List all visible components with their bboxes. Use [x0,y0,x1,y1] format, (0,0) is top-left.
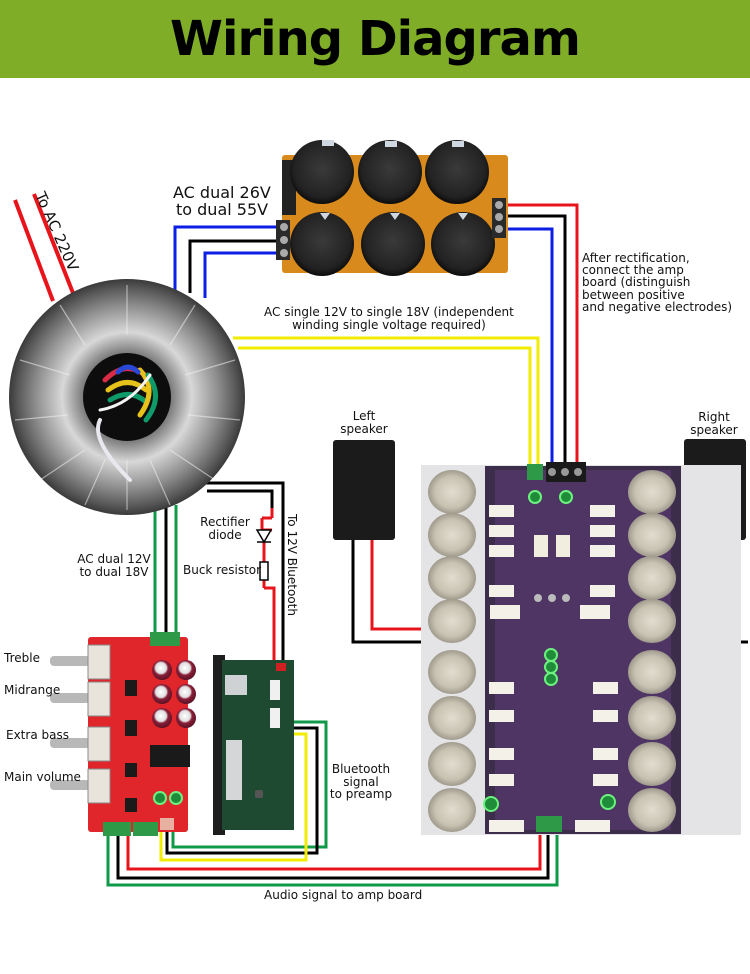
ac-single-12v-wires [233,336,540,468]
to-12v-bluetooth-label: To 12V Bluetooth [285,514,299,616]
page-title: Wiring Diagram [170,11,581,67]
bluetooth-power-wires [205,481,285,668]
rectifier-diode [255,529,273,544]
bluetooth-signal-label: Bluetooth signal to preamp [329,762,393,802]
ac-dual-12v-label: AC dual 12V to dual 18V [77,552,151,579]
audio-signal-wires [106,835,559,887]
right-speaker-label: Right speaker [690,410,738,437]
rectifier-diode-label: Rectifier diode [200,515,250,542]
bluetooth-signal-wires [159,720,328,862]
power-transistors [428,470,676,832]
title-banner: Wiring Diagram [0,0,750,78]
main-volume-label: Main volume [4,770,81,784]
mains-wires [13,193,75,302]
treble-label: Treble [4,651,40,665]
buck-resistor-label: Buck resistor [183,563,262,577]
preamp-tone-board [50,632,196,836]
ac-dual-12v-wires [153,505,178,640]
ac-dual-26v-wires [173,225,285,298]
buck-resistor [259,561,269,581]
rectifier-filter-board [276,140,508,276]
after-rectification-label: After rectification, connect the amp boa… [582,251,733,314]
bluetooth-decoder-module [213,655,294,835]
extra-bass-label: Extra bass [6,728,69,742]
ac-single-12v-label: AC single 12V to single 18V (independent… [264,305,514,332]
midrange-label: Midrange [4,683,61,697]
ac-dual-26v-label: AC dual 26V to dual 55V [173,183,271,219]
audio-signal-label: Audio signal to amp board [264,888,423,902]
left-speaker-label: Left speaker [340,409,388,436]
toroidal-transformer [9,279,245,515]
dc-supply-wires [505,203,579,470]
left-speaker [333,440,395,540]
amplifier-board [421,462,741,835]
